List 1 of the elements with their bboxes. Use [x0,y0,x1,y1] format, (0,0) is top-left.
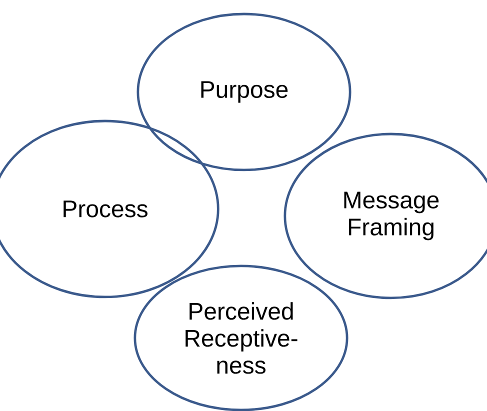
ellipse-node: Purpose [136,12,352,172]
